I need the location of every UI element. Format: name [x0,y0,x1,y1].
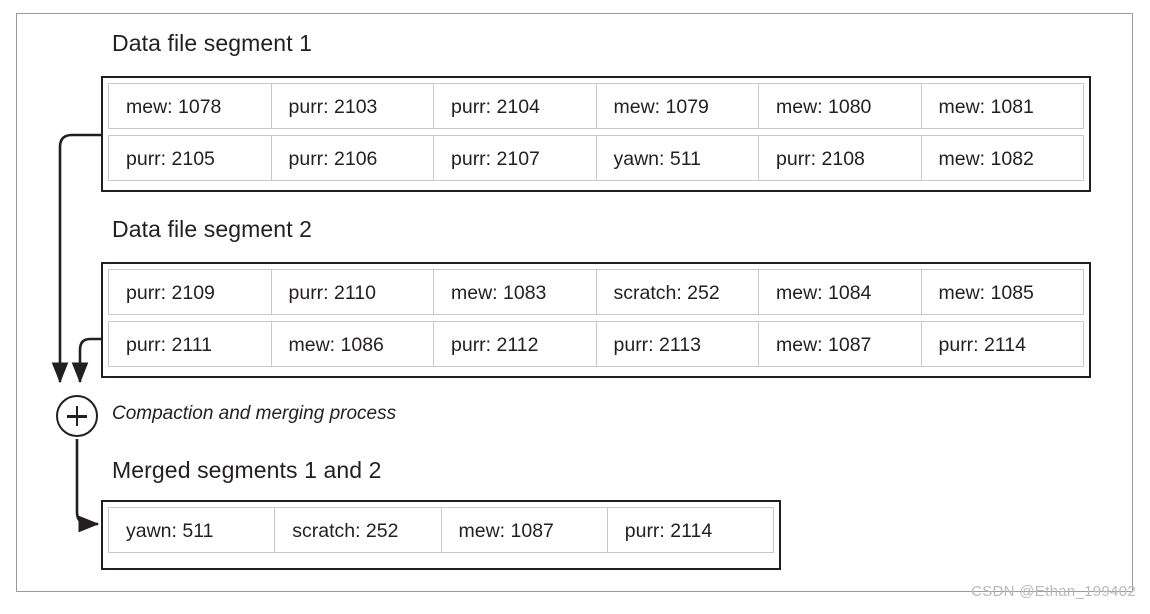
segment2-table: purr: 2109 purr: 2110 mew: 1083 scratch:… [101,262,1091,378]
list-item: mew: 1080 [758,83,922,129]
segment2-title: Data file segment 2 [112,216,313,242]
list-item: purr: 2113 [595,321,759,367]
list-item: purr: 2104 [433,83,597,129]
list-item: purr: 2112 [433,321,597,367]
table-row: purr: 2109 purr: 2110 mew: 1083 scratch:… [108,269,1084,315]
merge-plus-node [56,395,98,437]
table-row: purr: 2111 mew: 1086 purr: 2112 purr: 21… [108,321,1084,367]
merged-title: Merged segments 1 and 2 [112,457,382,483]
list-item: purr: 2107 [433,135,597,181]
list-item: mew: 1079 [595,83,759,129]
list-item: mew: 1081 [920,83,1084,129]
list-item: purr: 2105 [108,135,272,181]
list-item: mew: 1084 [758,269,922,315]
list-item: mew: 1087 [758,321,922,367]
list-item: mew: 1083 [433,269,597,315]
list-item: yawn: 511 [108,507,276,553]
list-item: mew: 1086 [270,321,434,367]
watermark-text: CSDN @Ethan_199402 [971,583,1136,600]
plus-icon-vertical [75,406,79,426]
list-item: mew: 1078 [108,83,272,129]
list-item: purr: 2114 [606,507,774,553]
compaction-process-caption: Compaction and merging process [112,403,397,424]
list-item: purr: 2108 [758,135,922,181]
list-item: purr: 2106 [270,135,434,181]
list-item: purr: 2114 [920,321,1084,367]
list-item: purr: 2111 [108,321,272,367]
list-item: yawn: 511 [595,135,759,181]
list-item: mew: 1082 [920,135,1084,181]
list-item: mew: 1085 [920,269,1084,315]
list-item: purr: 2103 [270,83,434,129]
list-item: scratch: 252 [274,507,442,553]
merged-table: yawn: 511 scratch: 252 mew: 1087 purr: 2… [101,500,781,570]
list-item: mew: 1087 [440,507,608,553]
segment1-table: mew: 1078 purr: 2103 purr: 2104 mew: 107… [101,76,1091,192]
table-row: yawn: 511 scratch: 252 mew: 1087 purr: 2… [108,507,774,553]
list-item: purr: 2110 [270,269,434,315]
table-row: mew: 1078 purr: 2103 purr: 2104 mew: 107… [108,83,1084,129]
table-row: purr: 2105 purr: 2106 purr: 2107 yawn: 5… [108,135,1084,181]
segment1-title: Data file segment 1 [112,30,313,56]
list-item: purr: 2109 [108,269,272,315]
list-item: scratch: 252 [595,269,759,315]
